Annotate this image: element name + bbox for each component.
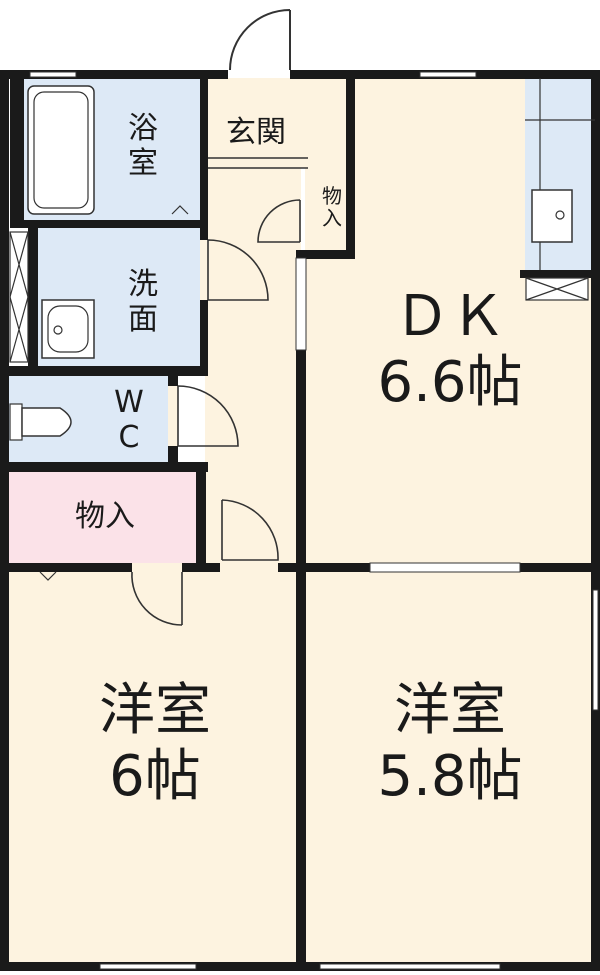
toilet-bowl [21, 407, 72, 437]
dk-label: ＤＫ 6.6帖 [377, 284, 523, 416]
front-door-swing [229, 9, 291, 71]
western-right-label: 洋室 5.8帖 [377, 678, 523, 810]
kitchen-counter [525, 78, 595, 276]
hall-door [221, 499, 279, 561]
laundry-space [9, 231, 29, 363]
hallway-floor [205, 168, 301, 568]
right-wall [591, 70, 600, 970]
bathtub [27, 85, 95, 215]
entrance-label: 玄関 [226, 115, 286, 150]
wall-wash-bottom [8, 366, 208, 376]
washroom-door [207, 239, 269, 301]
wall-between-western [296, 563, 306, 968]
wall-bath-bottom [20, 220, 208, 228]
wall-closet [346, 78, 355, 254]
closet-door [257, 199, 301, 243]
western-left-floor [8, 570, 300, 965]
entrance-floor [205, 78, 308, 168]
left-wall [0, 70, 9, 970]
wall-left-upper [10, 78, 24, 228]
western-left-door [131, 571, 183, 626]
bath-label: 浴 室 [128, 111, 158, 181]
wall-hall-dk [296, 250, 306, 570]
toilet-tank [9, 403, 23, 441]
wall-wc-bottom [8, 462, 208, 472]
entrance-storage-label: 物 入 [322, 184, 342, 230]
wall-storage-right [196, 462, 206, 568]
western-left-label: 洋室 6帖 [99, 678, 211, 810]
toilet-label: W C [114, 385, 144, 455]
hall-storage-label: 物入 [75, 499, 135, 534]
top-wall-left [0, 70, 228, 79]
western-right-floor [305, 570, 595, 965]
wall-kitchen-bottom [520, 270, 595, 278]
hall-storage-floor [8, 472, 200, 564]
kitchen-sink [531, 189, 573, 243]
wall-closet-bottom [300, 250, 355, 259]
wash-basin [41, 299, 95, 359]
washroom-label: 洗 面 [128, 267, 158, 337]
wall-wash-left [28, 228, 38, 368]
wc-door [177, 385, 239, 447]
